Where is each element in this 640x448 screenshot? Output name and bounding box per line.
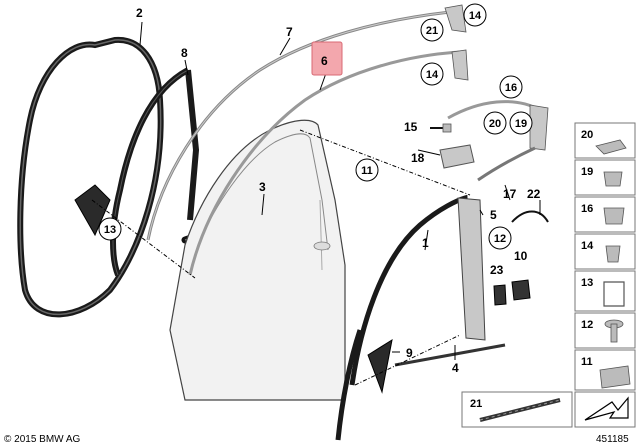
callout-circle-14-top[interactable]: 14: [463, 3, 487, 27]
strip-icon: [479, 398, 561, 422]
arrow-icon: [584, 396, 629, 421]
callout-9[interactable]: 9: [406, 346, 413, 360]
clip-part-15[interactable]: [430, 123, 452, 133]
roof-molding-part-6[interactable]: [188, 4, 469, 276]
legend-item-16[interactable]: 16: [574, 196, 636, 233]
svg-text:13: 13: [581, 277, 593, 289]
callout-circle-16[interactable]: 16: [499, 75, 523, 99]
roof-molding-part-7[interactable]: [146, 10, 451, 241]
seal-part-22[interactable]: [511, 210, 549, 223]
clip-icon: [603, 171, 623, 187]
door-shell: [169, 119, 346, 401]
svg-text:13: 13: [104, 224, 116, 236]
callout-circle-14-mid[interactable]: 14: [420, 62, 444, 86]
svg-text:11: 11: [581, 356, 593, 368]
callout-6: 6: [321, 54, 328, 68]
svg-text:12: 12: [494, 233, 506, 245]
callout-circle-19[interactable]: 19: [509, 111, 533, 135]
svg-text:20: 20: [581, 129, 593, 141]
window-channel-seal-part-8[interactable]: [74, 67, 200, 277]
svg-text:21: 21: [470, 398, 482, 410]
nut-clip-icon: [599, 365, 631, 389]
svg-text:12: 12: [581, 319, 593, 331]
legend-item-14[interactable]: 14: [574, 233, 636, 270]
clip-icon: [595, 139, 627, 155]
callout-1[interactable]: 1: [422, 236, 429, 250]
door-seal-part-2[interactable]: [17, 36, 164, 318]
svg-text:11: 11: [361, 165, 373, 177]
diagram-id: 451185: [596, 434, 629, 445]
svg-text:14: 14: [469, 10, 482, 22]
clip-icon: [605, 245, 621, 263]
callout-4[interactable]: 4: [452, 361, 459, 375]
callouts: 2 8 7 3 1 5 4 9 10 23 22 17 15 18 6 13 1…: [98, 3, 541, 375]
rear-molding-part-17[interactable]: [477, 146, 536, 182]
callout-6-highlight[interactable]: 6: [311, 41, 343, 76]
reference-lines: [91, 129, 471, 386]
bracket-part-23[interactable]: [493, 284, 507, 306]
fastener-legend: 20 19 16 14 13: [574, 122, 636, 428]
callout-18[interactable]: 18: [411, 151, 425, 165]
clip-icon: [603, 207, 625, 225]
triangle-cover-part-9[interactable]: [367, 338, 393, 394]
svg-text:16: 16: [505, 82, 517, 94]
svg-text:19: 19: [581, 166, 593, 178]
bracket-part-18[interactable]: [439, 144, 475, 169]
svg-text:19: 19: [515, 118, 527, 130]
svg-text:14: 14: [581, 240, 594, 252]
legend-item-20[interactable]: 20: [574, 122, 636, 159]
callout-2[interactable]: 2: [136, 6, 143, 20]
svg-text:20: 20: [489, 118, 501, 130]
callout-15[interactable]: 15: [404, 120, 418, 134]
legend-item-12[interactable]: 12: [574, 312, 636, 349]
legend-item-11[interactable]: 11: [574, 349, 636, 391]
callout-8[interactable]: 8: [181, 46, 188, 60]
svg-text:21: 21: [426, 25, 438, 37]
lower-strip-part-4[interactable]: [394, 343, 506, 367]
callout-circle-20[interactable]: 20: [483, 111, 507, 135]
callout-22[interactable]: 22: [527, 187, 541, 201]
legend-item-13[interactable]: 13: [574, 270, 636, 312]
callout-circle-13[interactable]: 13: [98, 217, 122, 241]
svg-text:16: 16: [581, 203, 593, 215]
bottom-detail-box-21[interactable]: 21: [461, 391, 573, 428]
b-pillar-trim-part-5[interactable]: [457, 197, 486, 341]
callout-circle-11[interactable]: 11: [355, 158, 379, 182]
legend-item-19[interactable]: 19: [574, 159, 636, 196]
screw-icon: [604, 319, 624, 343]
callout-circle-21[interactable]: 21: [420, 18, 444, 42]
callout-17[interactable]: 17: [503, 187, 517, 201]
callout-3[interactable]: 3: [259, 180, 266, 194]
callout-23[interactable]: 23: [490, 263, 504, 277]
svg-text:14: 14: [426, 69, 439, 81]
callout-circle-12[interactable]: 12: [488, 226, 512, 250]
bracket-part-10[interactable]: [511, 279, 531, 301]
callout-7[interactable]: 7: [286, 25, 293, 39]
clip-icon: [603, 281, 625, 307]
b-pillar-seal-part-1[interactable]: [335, 194, 473, 441]
legend-arrow-cell: [574, 391, 636, 428]
copyright-text: © 2015 BMW AG: [4, 434, 81, 445]
rear-molding-part-16[interactable]: [447, 100, 549, 151]
callout-10[interactable]: 10: [514, 249, 528, 263]
callout-5[interactable]: 5: [490, 208, 497, 222]
